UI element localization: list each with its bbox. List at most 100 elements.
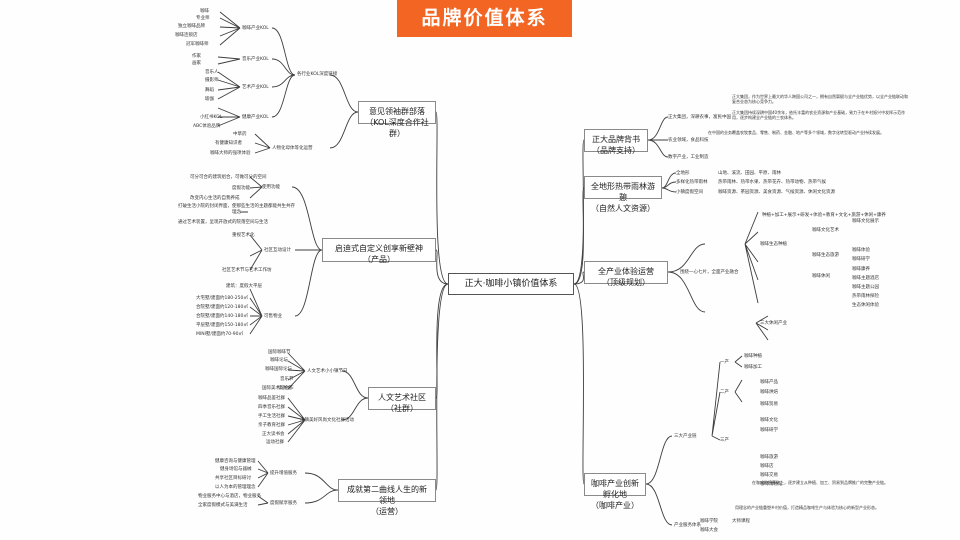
product-item: 建筑：度假大平层 [226, 284, 262, 289]
industry-item: 咖啡研学 [852, 257, 870, 262]
product-item: 合院墅/建面约120-180㎡ [196, 305, 248, 310]
coffee-item: 大师课程 [732, 519, 750, 524]
community-sub: 小镇美好风尚文化社群活动 [300, 418, 354, 423]
kol-item: 画家 [192, 61, 201, 66]
growth-item: 物业服务中心与酒店，物业服务 [198, 494, 261, 499]
coffee-sub: 产业服务体系 [674, 523, 701, 528]
industry-top: 种植+加工+展示+研发+体验+教育+文化+旅游+休闲+康养 [762, 213, 886, 218]
kol-item: 咖啡大师的强项体验 [210, 151, 251, 156]
coffee-item: 咖啡研学 [760, 428, 778, 433]
nature-sub: 全地形 [676, 171, 690, 176]
kol-sub: 各行业KOL深度链接 [297, 72, 338, 77]
growth-item: 以人为本的管理理念 [215, 485, 256, 490]
industry-item: 生态休闲体验 [852, 303, 879, 308]
kol-item: 独立咖啡品牌 [178, 24, 205, 29]
kol-item: 专业师 [196, 16, 210, 21]
industry-sub: 三大休闲产业 [760, 321, 787, 326]
kol-item: 瑜伽 [205, 97, 214, 102]
industry-item: 咖啡文化展示 [852, 219, 879, 224]
growth-item: 共享社区目标研讨 [215, 476, 251, 481]
product-item: 平层墅/建面约150-180㎡ [196, 323, 248, 328]
kol-item: 小红书KOL [200, 115, 223, 120]
coffee-item: 咖啡产品 [760, 380, 778, 385]
branch-brand[interactable]: 正大品牌背书 （品牌支持） [584, 129, 648, 155]
nature-sub: 小镇度假空间 [676, 190, 703, 195]
branch-growth[interactable]: 成就第二曲线人生的新领地 （运营） [338, 479, 436, 516]
community-item: 运动社群 [266, 440, 284, 445]
kol-item: 咖啡连锁店 [175, 33, 198, 38]
kol-group: 咖啡产业KOL [242, 26, 269, 31]
community-sub: 人文艺术小小镇节日 [307, 369, 348, 374]
product-item: 改变内心生活的自我养成 [190, 196, 240, 201]
community-item: 四季音乐社群 [258, 405, 285, 410]
industry-sub: 咖啡生态种植 [760, 242, 787, 247]
coffee-item: 咖啡学院 [700, 519, 718, 524]
growth-sub: 提升增值服务 [270, 471, 297, 476]
branch-kol[interactable]: 意见领袖群部落 （KOL深度合作社群） [358, 101, 436, 138]
brand-sub: 农业领域，食品科技 [668, 138, 709, 143]
coffee-item: 咖啡店 [760, 464, 774, 469]
product-item: 社区艺术节与艺术工作坊 [222, 268, 272, 273]
brand-sub: 数字产业，工业制造 [668, 155, 709, 160]
growth-item: 健身场馆与器械 [220, 467, 252, 472]
product-item: 合院墅/建面约140-180㎡ [196, 314, 248, 319]
branch-coffee[interactable]: 咖啡产业创新孵化地 （咖啡产业） [584, 473, 646, 510]
brand-paragraph: 正大集团持续深耕中国40余年，依托丰富的农业资源和产业基础，致力于在乡村振兴中发… [732, 110, 906, 120]
nature-item: 热带雨林、热带水果、热带花卉、热带动物、热带气候 [718, 180, 826, 185]
community-item: 国际美术馆合作 [262, 386, 294, 391]
growth-item: 全家度假模式与美满生活 [198, 503, 248, 508]
kol-item: 音乐人 [205, 70, 219, 75]
community-item: 亲子教育社群 [258, 423, 285, 428]
product-sub: 使用功能 [262, 185, 280, 190]
industry-item: 咖啡休闲 [812, 274, 830, 279]
kol-group: 音乐产业KOL [242, 57, 269, 62]
branch-industry[interactable]: 全产业体验运营 （顶级规划） [584, 261, 668, 287]
industry-item: 咖啡主题公园 [852, 285, 879, 290]
kol-item: 冠军咖啡师 [186, 42, 209, 47]
growth-item: 健康咨询与健康管理 [215, 459, 256, 464]
branch-nature[interactable]: 全地形热带雨林游憩 （自然人文资源） [584, 176, 662, 213]
community-item: 咖啡品鉴社群 [258, 396, 285, 401]
community-item: 读书会 [278, 386, 292, 391]
community-item: 音乐节 [280, 377, 294, 382]
kol-item: 咖啡 [200, 9, 209, 14]
product-sub: 可售物业 [264, 314, 282, 319]
coffee-item: 三产 [720, 438, 729, 443]
kol-item: 舞蹈 [205, 88, 214, 93]
brand-paragraph: 正大集团，作为世界上最大的华人跨国公司之一，拥有自然禀赋与全产业链优势，以全产业… [732, 94, 908, 104]
brand-sub: 正大集团，深耕农事，富民中国 [668, 115, 731, 120]
product-item: MINI墅/建面约70-90㎡ [196, 332, 243, 337]
industry-item: 咖啡文化艺术 [812, 228, 839, 233]
center-node[interactable]: 正大·咖啡小镇价值体系 [448, 273, 574, 295]
kol-item: 有健康知识者 [215, 141, 242, 146]
branch-community[interactable]: 人文艺术社区 （社群） [368, 387, 436, 413]
nature-item: 山地、溪流、田园、平原、雨林 [718, 171, 781, 176]
branch-product[interactable]: 启迪式自定义创享新壁神 （产品） [322, 238, 436, 264]
product-item: 理念 [232, 210, 241, 215]
product-item: 打破生活小院的封闭界面，使那些生活的主题都能共生共存 [178, 204, 295, 209]
brand-paragraph: 在中国的业务覆盖农牧食品、零售、制药、金融、地产等多个领域，数字化转型驱动产业持… [708, 130, 884, 135]
coffee-paragraph: 用理念的产业链重塑乡村价值，打造精品咖啡生产与体验为核心的新型产业形态。 [735, 505, 879, 510]
nature-sub: 多样化热带雨林 [676, 180, 708, 185]
kol-group: 健康产业KOL [242, 115, 269, 120]
community-item: 手工生活社群 [258, 414, 285, 419]
coffee-item: 咖啡旅游 [760, 455, 778, 460]
page-title: 品牌价值体系 [397, 0, 572, 37]
community-item: 咖啡论坛 [270, 358, 288, 363]
kol-item: ABC体验品牌 [193, 124, 221, 129]
coffee-item: 咖啡文化 [760, 418, 778, 423]
kol-group: 艺术产业KOL [242, 85, 269, 90]
kol-item: 作家 [192, 54, 201, 59]
community-item: 咖啡国际论坛 [265, 367, 292, 372]
coffee-item: 咖啡交易 [760, 473, 778, 478]
industry-item: 咖啡主题酒店 [852, 276, 879, 281]
coffee-item: 咖啡种植 [744, 354, 762, 359]
product-item: 重视艺术化 [232, 233, 255, 238]
industry-item: 热带雨林探险 [852, 294, 879, 299]
coffee-item: 咖啡烘焙 [760, 390, 778, 395]
coffee-item: 一产 [720, 360, 729, 365]
product-sub: 社区互动设计 [264, 248, 291, 253]
product-item: 大宅墅/建面约180-250㎡ [196, 296, 248, 301]
coffee-item: 二产 [720, 390, 729, 395]
